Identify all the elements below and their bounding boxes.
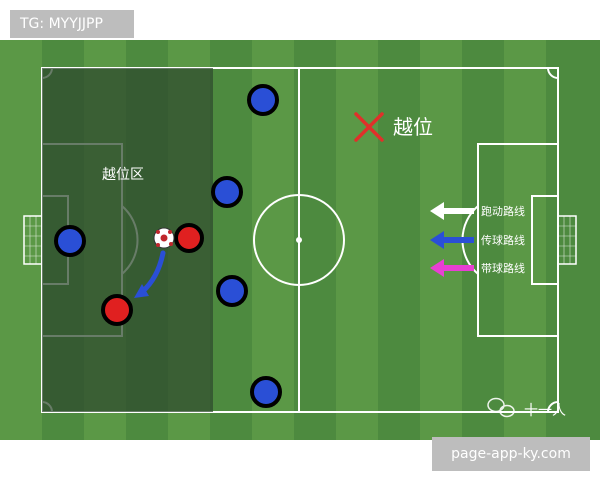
blue-player [247,84,279,116]
football-pitch-diagram: 越位区 越位 跑动路线 [0,40,600,440]
offside-label: 越位 [393,115,433,139]
legend: 跑动路线 传球路线 带球路线 [430,202,525,277]
legend-run-route: 跑动路线 [430,202,525,220]
wechat-icon [487,397,515,418]
offside-zone-label: 越位区 [102,167,144,183]
blue-player [211,176,243,208]
legend-pass-route: 传球路线 [430,231,525,249]
red-player [174,223,204,253]
legend-pass-label: 传球路线 [481,233,525,247]
offside-x-icon [354,112,384,142]
watermark-text: 十一人 [524,403,566,419]
blue-goalkeeper [54,225,86,257]
red-players [101,223,204,326]
blue-players [54,84,282,408]
legend-dribble-route: 带球路线 [430,259,525,277]
top-tag: TG: MYYJJPP [10,10,134,38]
legend-dribble-label: 带球路线 [481,261,525,275]
pass-route-arrow [134,250,166,298]
blue-player [250,376,282,408]
goal-nets [24,216,576,264]
legend-run-label: 跑动路线 [481,204,525,218]
ball-icon [153,227,175,249]
blue-player [216,275,248,307]
red-player [101,294,133,326]
footer-url: page-app-ky.com [432,437,590,471]
